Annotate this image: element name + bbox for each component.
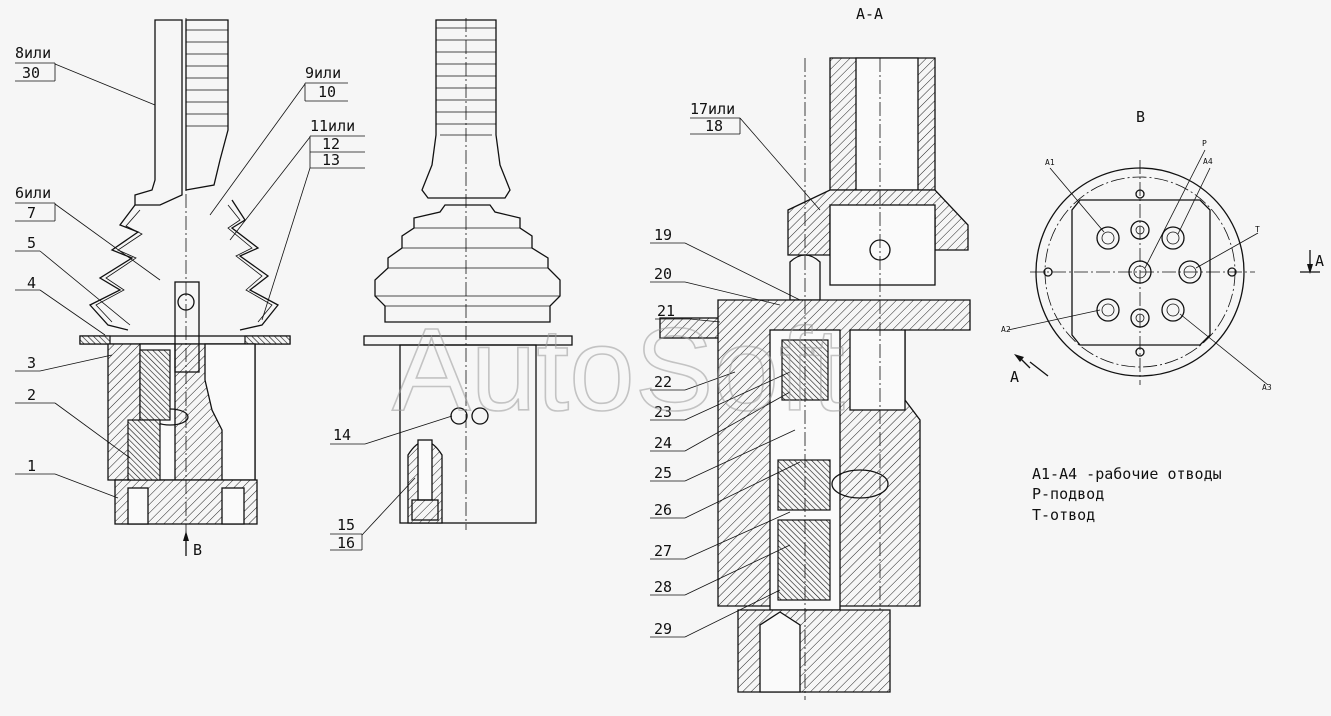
watermark: AutoSoft — [392, 304, 845, 436]
port-a2-label: А2 — [1001, 325, 1011, 334]
cut-label-a-right: А — [1315, 252, 1324, 270]
label-3: 3 — [27, 354, 36, 372]
leader-lines — [15, 62, 821, 638]
port-a4-label: А4 — [1203, 157, 1213, 166]
label-1: 1 — [27, 457, 36, 475]
view-middle-external — [363, 18, 573, 530]
label-17: 17или — [690, 100, 735, 118]
part-labels: 8или 30 9или 10 11или 12 13 6или 7 5 4 3… — [15, 44, 735, 638]
legend-line-2: Р-подвод — [1032, 485, 1104, 503]
label-21: 21 — [657, 302, 675, 320]
arrow-b-label: В — [193, 541, 202, 559]
label-27: 27 — [654, 542, 672, 560]
label-14: 14 — [333, 426, 351, 444]
label-12: 12 — [322, 135, 340, 153]
label-20: 20 — [654, 265, 672, 283]
label-9: 9или — [305, 64, 341, 82]
label-28: 28 — [654, 578, 672, 596]
label-4: 4 — [27, 274, 36, 292]
port-t-label: Т — [1255, 225, 1260, 234]
legend: А1-А4 -рабочие отводы Р-подвод Т-отвод — [1032, 465, 1222, 524]
port-a1-label: А1 — [1045, 158, 1055, 167]
port-p-label: Р — [1202, 139, 1207, 148]
label-22: 22 — [654, 373, 672, 391]
label-6: 6или — [15, 184, 51, 202]
view-left-section — [79, 18, 291, 556]
cut-label-a-left: А — [1010, 368, 1019, 386]
legend-line-3: Т-отвод — [1032, 506, 1095, 524]
section-title: А-А — [856, 5, 883, 23]
label-30: 30 — [22, 64, 40, 82]
label-2: 2 — [27, 386, 36, 404]
port-labels: А1 Р А4 Т А2 А3 — [1001, 139, 1272, 392]
label-13: 13 — [322, 151, 340, 169]
label-10: 10 — [318, 83, 336, 101]
label-29: 29 — [654, 620, 672, 638]
label-16: 16 — [337, 534, 355, 552]
label-7: 7 — [27, 204, 36, 222]
label-26: 26 — [654, 501, 672, 519]
view-b-title: В — [1136, 108, 1145, 126]
view-b-face — [1007, 149, 1320, 386]
label-5: 5 — [27, 234, 36, 252]
label-8: 8или — [15, 44, 51, 62]
label-18: 18 — [705, 117, 723, 135]
port-a3-label: А3 — [1262, 383, 1272, 392]
label-19: 19 — [654, 226, 672, 244]
label-25: 25 — [654, 464, 672, 482]
port-leaders — [1007, 149, 1269, 386]
label-23: 23 — [654, 403, 672, 421]
label-15: 15 — [337, 516, 355, 534]
label-11: 11или — [310, 117, 355, 135]
label-24: 24 — [654, 434, 672, 452]
legend-line-1: А1-А4 -рабочие отводы — [1032, 465, 1222, 483]
